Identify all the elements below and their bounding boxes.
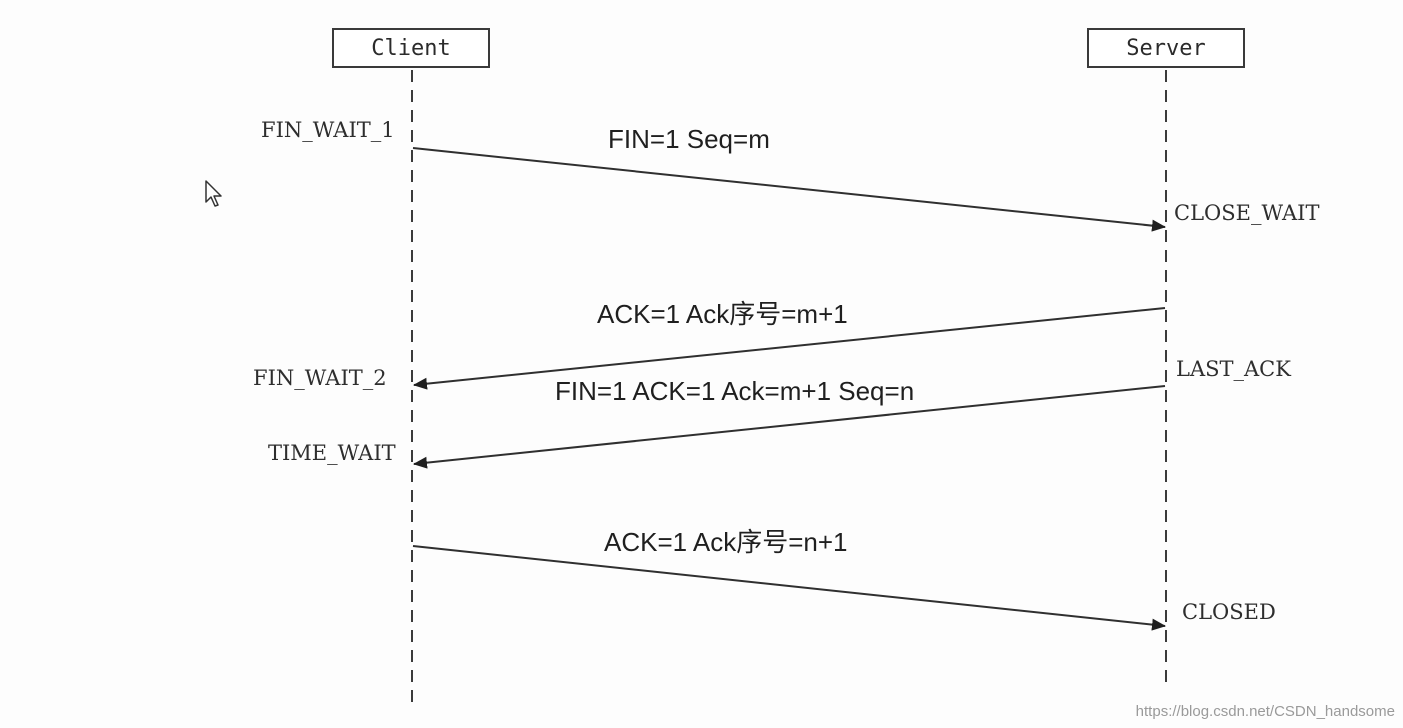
- server-state-close-wait: CLOSE_WAIT: [1174, 201, 1320, 225]
- message-arrow-3: [413, 385, 1166, 469]
- message-arrow-4: [412, 545, 1166, 631]
- client-state-fin-wait-2: FIN_WAIT_2: [253, 366, 387, 390]
- message-arrow-1: [412, 147, 1166, 232]
- server-state-closed: CLOSED: [1182, 600, 1276, 624]
- watermark-text: https://blog.csdn.net/CSDN_handsome: [1135, 703, 1395, 720]
- client-actor-label: Client: [371, 35, 451, 61]
- client-actor-box: Client: [332, 28, 490, 68]
- message-arrow-2: [413, 307, 1166, 390]
- mouse-pointer-icon: [205, 180, 222, 207]
- client-state-time-wait: TIME_WAIT: [268, 441, 396, 465]
- server-actor-label: Server: [1126, 35, 1206, 61]
- message-label-3: FIN=1 ACK=1 Ack=m+1 Seq=n: [555, 376, 915, 406]
- message-label-4: ACK=1 Ack序号=n+1: [604, 527, 848, 557]
- server-state-last-ack: LAST_ACK: [1176, 357, 1291, 381]
- message-label-2: ACK=1 Ack序号=m+1: [597, 299, 848, 329]
- client-state-fin-wait-1: FIN_WAIT_1: [261, 118, 395, 142]
- message-label-1: FIN=1 Seq=m: [608, 124, 770, 154]
- server-actor-box: Server: [1087, 28, 1245, 68]
